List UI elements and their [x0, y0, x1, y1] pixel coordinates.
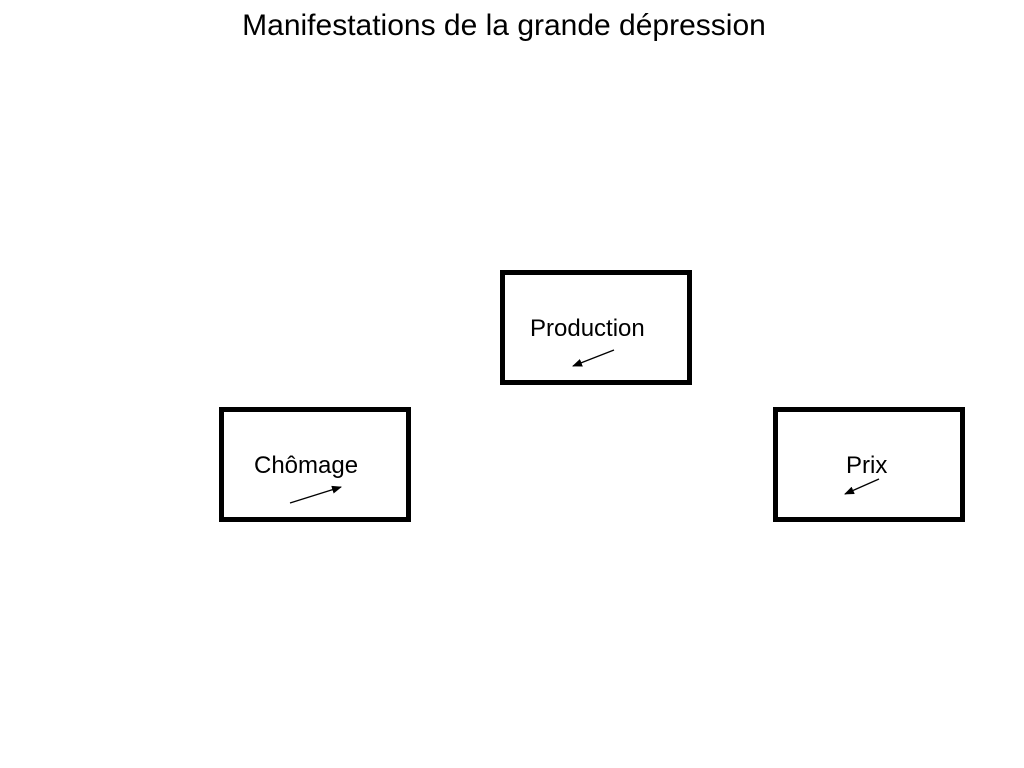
node-box-prix [773, 407, 965, 522]
node-label-prix: Prix [846, 452, 888, 479]
node-label-chomage: Chômage [254, 452, 359, 479]
slide-title: Manifestations de la grande dépression [242, 9, 766, 42]
node-label-production: Production [530, 315, 645, 342]
